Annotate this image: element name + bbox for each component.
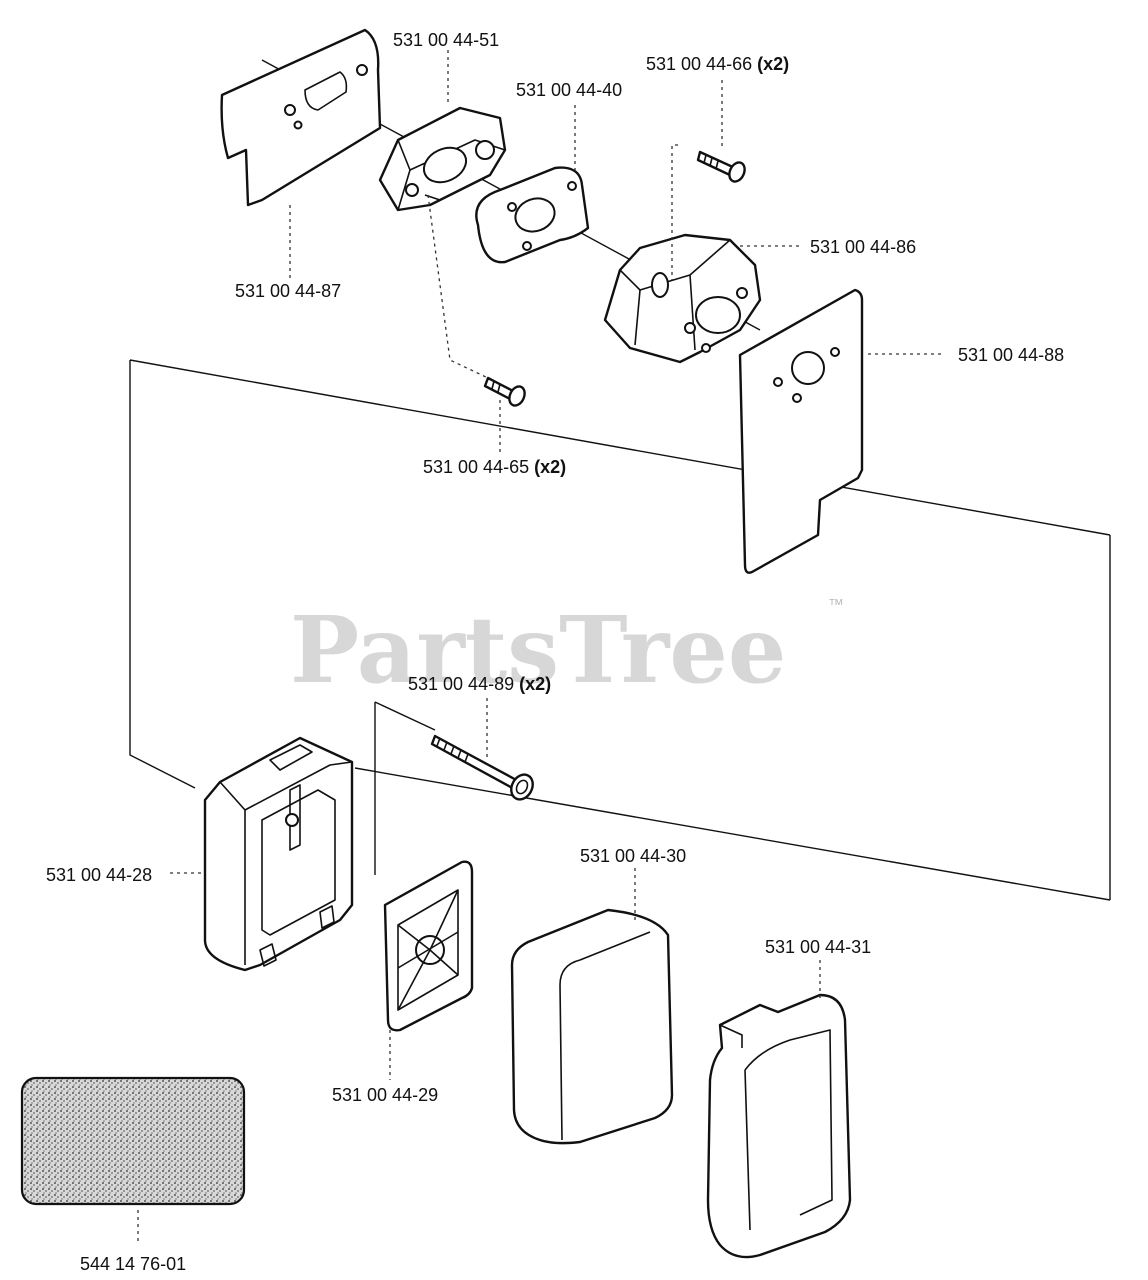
screw-part-66 [696, 150, 746, 183]
filter-grid-part-29 [383, 860, 474, 1032]
adapter-part-86 [603, 233, 762, 364]
assembly-guide-lines [129, 359, 1111, 901]
gasket-hole-small [293, 120, 303, 130]
filter-cover-part-31 [706, 993, 852, 1259]
watermark-text: PartsTree [290, 596, 786, 704]
watermark-trademark: ™ [828, 597, 844, 614]
spacer-block-part-51 [378, 106, 507, 212]
gasket-hole-right [356, 64, 368, 76]
label-part-30: 531 00 44-30 [580, 846, 686, 866]
label-part-65: 531 00 44-65 (x2) [423, 457, 566, 477]
spacer-port [422, 146, 468, 184]
label-part-28: 531 00 44-28 [46, 865, 152, 885]
label-part-87: 531 00 44-87 [235, 281, 341, 301]
label-part-31: 531 00 44-31 [765, 937, 871, 957]
foam-filter-part-01 [20, 1076, 246, 1206]
small-gasket-part-40 [475, 166, 590, 264]
gasket-plate-part-88 [738, 288, 864, 574]
screw-part-65 [483, 376, 526, 407]
adapter-bore [695, 296, 741, 334]
label-part-51: 531 00 44-51 [393, 30, 499, 50]
label-part-40: 531 00 44-40 [516, 80, 622, 100]
label-part-88: 531 00 44-88 [958, 345, 1064, 365]
filter-housing-part-28 [203, 736, 354, 972]
gasket-part-87 [220, 28, 382, 207]
gasket-hole-left [284, 104, 296, 116]
label-part-01: 544 14 76-01 [80, 1254, 186, 1274]
plate-main-hole [791, 351, 825, 385]
label-part-86: 531 00 44-86 [810, 237, 916, 257]
small-gasket-port [514, 197, 556, 233]
bolt-part-89 [430, 734, 534, 801]
filter-element-part-30 [510, 908, 674, 1145]
label-part-66: 531 00 44-66 (x2) [646, 54, 789, 74]
label-part-89: 531 00 44-89 (x2) [408, 674, 551, 694]
label-part-29: 531 00 44-29 [332, 1085, 438, 1105]
leader-lines [137, 50, 945, 1245]
